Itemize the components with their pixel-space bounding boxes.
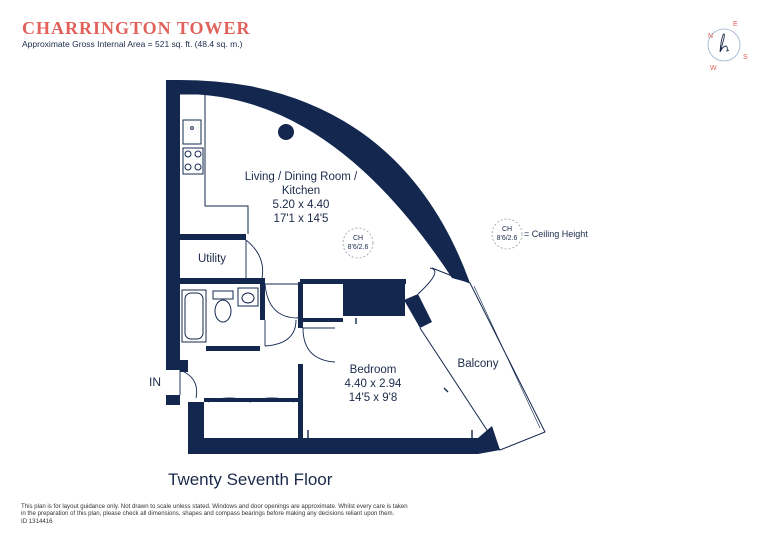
entrance-door bbox=[179, 369, 198, 399]
balcony-pier bbox=[404, 294, 432, 328]
bedroom-door bbox=[302, 327, 336, 363]
disclaimer: This plan is for layout guidance only. N… bbox=[21, 503, 481, 525]
wardrobe-block bbox=[343, 280, 405, 316]
ch-legend-text: = Ceiling Height bbox=[524, 229, 588, 239]
kitchen-fittings bbox=[180, 93, 249, 234]
room-labels: Living / Dining Room / Kitchen 5.20 x 4.… bbox=[149, 171, 499, 404]
utility-name: Utility bbox=[198, 253, 226, 265]
bedroom-name: Bedroom bbox=[350, 364, 397, 376]
floor-title: Twenty Seventh Floor bbox=[168, 470, 333, 489]
balcony-name: Balcony bbox=[458, 358, 499, 370]
ceiling-markers: CH 8'6/2.6 CH 8'6/2.6 = Ceiling Height bbox=[342, 218, 588, 259]
bedroom-metric: 4.40 x 2.94 bbox=[345, 378, 403, 390]
left-wall bbox=[166, 80, 180, 370]
compass-logo-icon bbox=[719, 33, 730, 53]
bathroom-fittings bbox=[181, 287, 259, 343]
ch-value: 8'6/2.6 bbox=[348, 244, 369, 251]
bottom-wall bbox=[188, 438, 478, 454]
compass-logo: N E S W bbox=[707, 21, 748, 70]
kitchen-counter bbox=[180, 93, 249, 234]
living-imperial: 17'1 x 14'5 bbox=[274, 213, 329, 225]
toilet-cistern-icon bbox=[212, 290, 234, 300]
window-line bbox=[179, 83, 463, 281]
living-metric: 5.20 x 4.40 bbox=[273, 199, 330, 211]
bottom-right-corner bbox=[478, 426, 500, 454]
hob-ring-1-icon bbox=[184, 150, 192, 158]
bathtub-inner-icon bbox=[184, 292, 204, 340]
balcony-outline bbox=[419, 267, 546, 451]
kitchen-sink-icon bbox=[182, 119, 202, 145]
living-name-2: Kitchen bbox=[282, 185, 320, 197]
bedroom-imperial: 14'5 x 9'8 bbox=[349, 392, 398, 404]
balcony-rail bbox=[473, 285, 541, 429]
compass-ring bbox=[707, 28, 741, 62]
basin-icon bbox=[237, 287, 259, 307]
disclaimer-line-1: This plan is for layout guidance only. N… bbox=[21, 503, 408, 510]
compass-north: N bbox=[708, 33, 713, 40]
doors bbox=[179, 239, 436, 403]
column-icon bbox=[278, 124, 294, 140]
gross-internal-area: Approximate Gross Internal Area = 521 sq… bbox=[22, 39, 243, 49]
wall-ticks bbox=[257, 97, 473, 438]
hob-ring-3-icon bbox=[184, 163, 192, 171]
toilet-bowl-icon bbox=[214, 299, 232, 323]
sink-drain-icon bbox=[190, 126, 194, 130]
ch-legend-label: CH bbox=[502, 226, 512, 233]
walls bbox=[166, 80, 500, 454]
ch-legend-value: 8'6/2.6 bbox=[497, 235, 518, 242]
entrance-label: IN bbox=[149, 375, 161, 389]
disclaimer-line-2: in the preparation of this plan, please … bbox=[21, 510, 395, 518]
corridor-door bbox=[264, 283, 299, 319]
balcony-door bbox=[417, 267, 436, 295]
hob-ring-2-icon bbox=[194, 150, 202, 158]
hob-icon bbox=[182, 147, 204, 175]
hob-ring-4-icon bbox=[194, 163, 202, 171]
curved-exterior-wall bbox=[180, 80, 470, 283]
disclaimer-id: ID 1314416 bbox=[21, 517, 53, 525]
utility-door bbox=[245, 239, 264, 279]
compass-south: S bbox=[743, 54, 748, 61]
property-title: CHARRINGTON TOWER bbox=[22, 18, 251, 38]
ch-label: CH bbox=[353, 235, 363, 242]
compass-east: E bbox=[733, 21, 738, 28]
compass-west: W bbox=[710, 65, 717, 70]
basin-bowl-icon bbox=[241, 292, 255, 304]
living-name-1: Living / Dining Room / bbox=[245, 171, 358, 183]
bathroom-door bbox=[264, 319, 297, 347]
wardrobe-doors bbox=[207, 397, 295, 403]
bathtub-icon bbox=[181, 289, 207, 343]
